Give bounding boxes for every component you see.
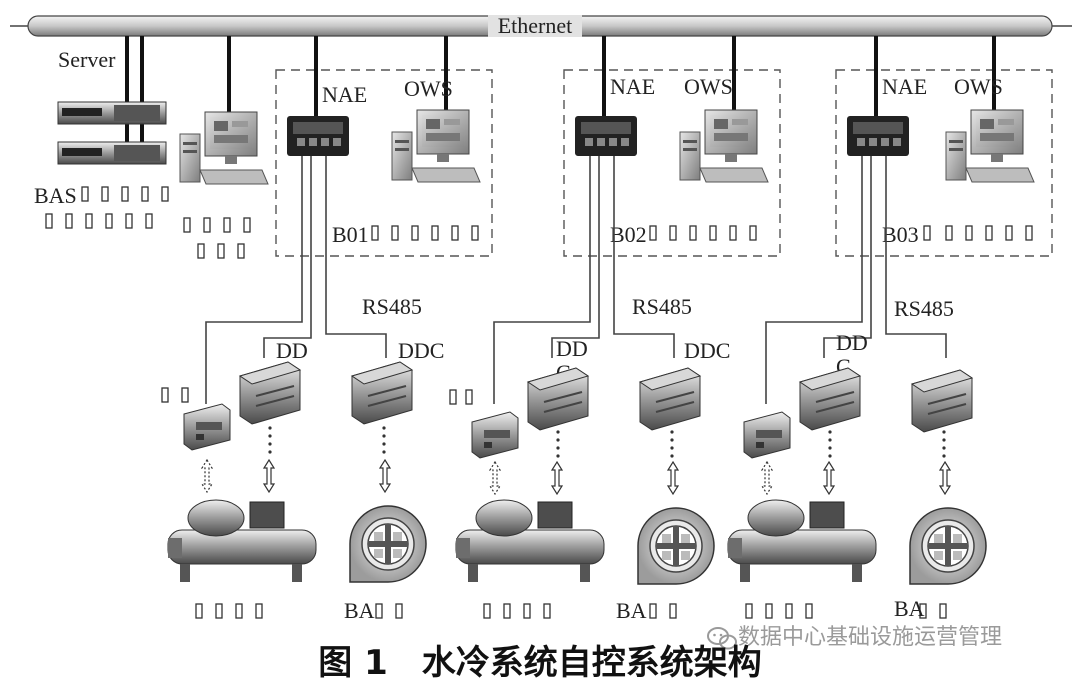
io-point-tick [161,387,169,403]
signal-dots [828,430,832,458]
building-id-label: B02 [610,222,647,247]
ddc-controller-icon [351,361,413,425]
rs485-label: RS485 [894,296,954,321]
nae-controller-icon [847,116,909,156]
building-point-ticks [371,225,479,241]
chiller-icon [455,499,605,583]
ows-label: OWS [684,74,733,99]
building-id-label: B03 [882,222,919,247]
bidirectional-arrow-icon [263,459,275,493]
nae-controller-icon [575,116,637,156]
ddc-controller-icon [239,361,301,425]
ddc-controller-icon [799,367,861,431]
chiller-icon [167,499,317,583]
building-boundary [835,69,1053,257]
ddc-controller-icon [527,367,589,431]
bidirectional-arrow-icon [823,461,835,495]
io-point-tick [449,389,457,405]
signal-dots [942,430,946,458]
rs485-wire-ddc2 [613,156,675,358]
rs485-wire-ddc2 [325,156,387,358]
rs485-wire-io [205,156,303,404]
ddc2-label: DDC [684,338,730,363]
signal-dots [556,430,560,458]
io-module-icon [743,411,791,459]
watermark: 数据中心基础设施运营管理 [707,625,1002,650]
building-boundary [563,69,781,257]
io-module-icon [183,403,231,451]
figure-caption: 图 1 水冷系统自控系统架构 [318,643,762,683]
rs485-label: RS485 [362,294,422,319]
bas-point-ticks [45,186,251,259]
building-group-b03: NAE OWS B03 RS485 DD C [727,36,1053,621]
bidirectional-arrow-icon [379,459,391,493]
io-point-tick [181,387,189,403]
bas-workstation-icon [179,111,269,185]
ddc-controller-icon [911,369,973,433]
ddc1-label-line1: DD [276,338,308,363]
chiller-icon [727,499,877,583]
signal-dots [382,426,386,454]
bidirectional-arrow-dashed-icon [489,461,501,495]
server-rack [57,101,167,165]
wechat-icon [707,627,737,650]
building-group-b01: NAE OWS B01 RS485 DD C DDC [161,36,493,623]
nae-controller-icon [287,116,349,156]
ows-label: OWS [954,74,1003,99]
building-point-ticks [923,225,1033,241]
equipment-point-ticks [745,603,947,619]
rs485-wire-io [493,156,591,404]
equipment-point-ticks [195,603,403,619]
ddc1-label-line1: DD [556,336,588,361]
rs485-wire-ddc1 [823,156,872,358]
server-label: Server [58,47,116,72]
signal-dots [268,426,272,454]
bidirectional-arrow-dashed-icon [201,459,213,493]
pump-fan-icon [637,507,715,585]
rs485-label: RS485 [632,294,692,319]
nae-label: NAE [882,74,927,99]
ddc2-label: DDC [398,338,444,363]
ddc1-label-line1: DD [836,330,868,355]
rs485-wire-ddc1 [551,156,600,358]
bidirectional-arrow-icon [667,461,679,495]
rs485-wire-ddc2 [885,156,947,358]
io-point-tick [465,389,473,405]
ethernet-label: Ethernet [498,13,573,38]
watermark-text: 数据中心基础设施运营管理 [738,625,1002,650]
pump-fan-icon [349,505,427,583]
bidirectional-arrow-icon [551,461,563,495]
ows-workstation-icon [945,109,1035,183]
signal-dots [670,430,674,458]
pump-fan-icon [909,507,987,585]
ddc-controller-icon [639,367,701,431]
ows-workstation-icon [679,109,769,183]
ba-label: BA [894,596,925,621]
nae-label: NAE [610,74,655,99]
ethernet-label-bg [488,15,582,37]
rs485-wire-io [765,156,863,404]
io-module-icon [471,411,519,459]
equipment-point-ticks [483,603,677,619]
bidirectional-arrow-icon [939,461,951,495]
bas-label: BAS [34,183,77,208]
ba-label: BA [616,598,647,623]
rs485-wire-ddc1 [263,156,312,358]
ows-label: OWS [404,76,453,101]
building-group-b02: NAE OWS B02 RS485 DD C DDC [449,36,781,623]
nae-label: NAE [322,82,367,107]
ows-workstation-icon [391,109,481,183]
building-id-label: B01 [332,222,369,247]
building-point-ticks [649,225,757,241]
ba-label: BA [344,598,375,623]
building-boundary [275,69,493,257]
bidirectional-arrow-dashed-icon [761,461,773,495]
